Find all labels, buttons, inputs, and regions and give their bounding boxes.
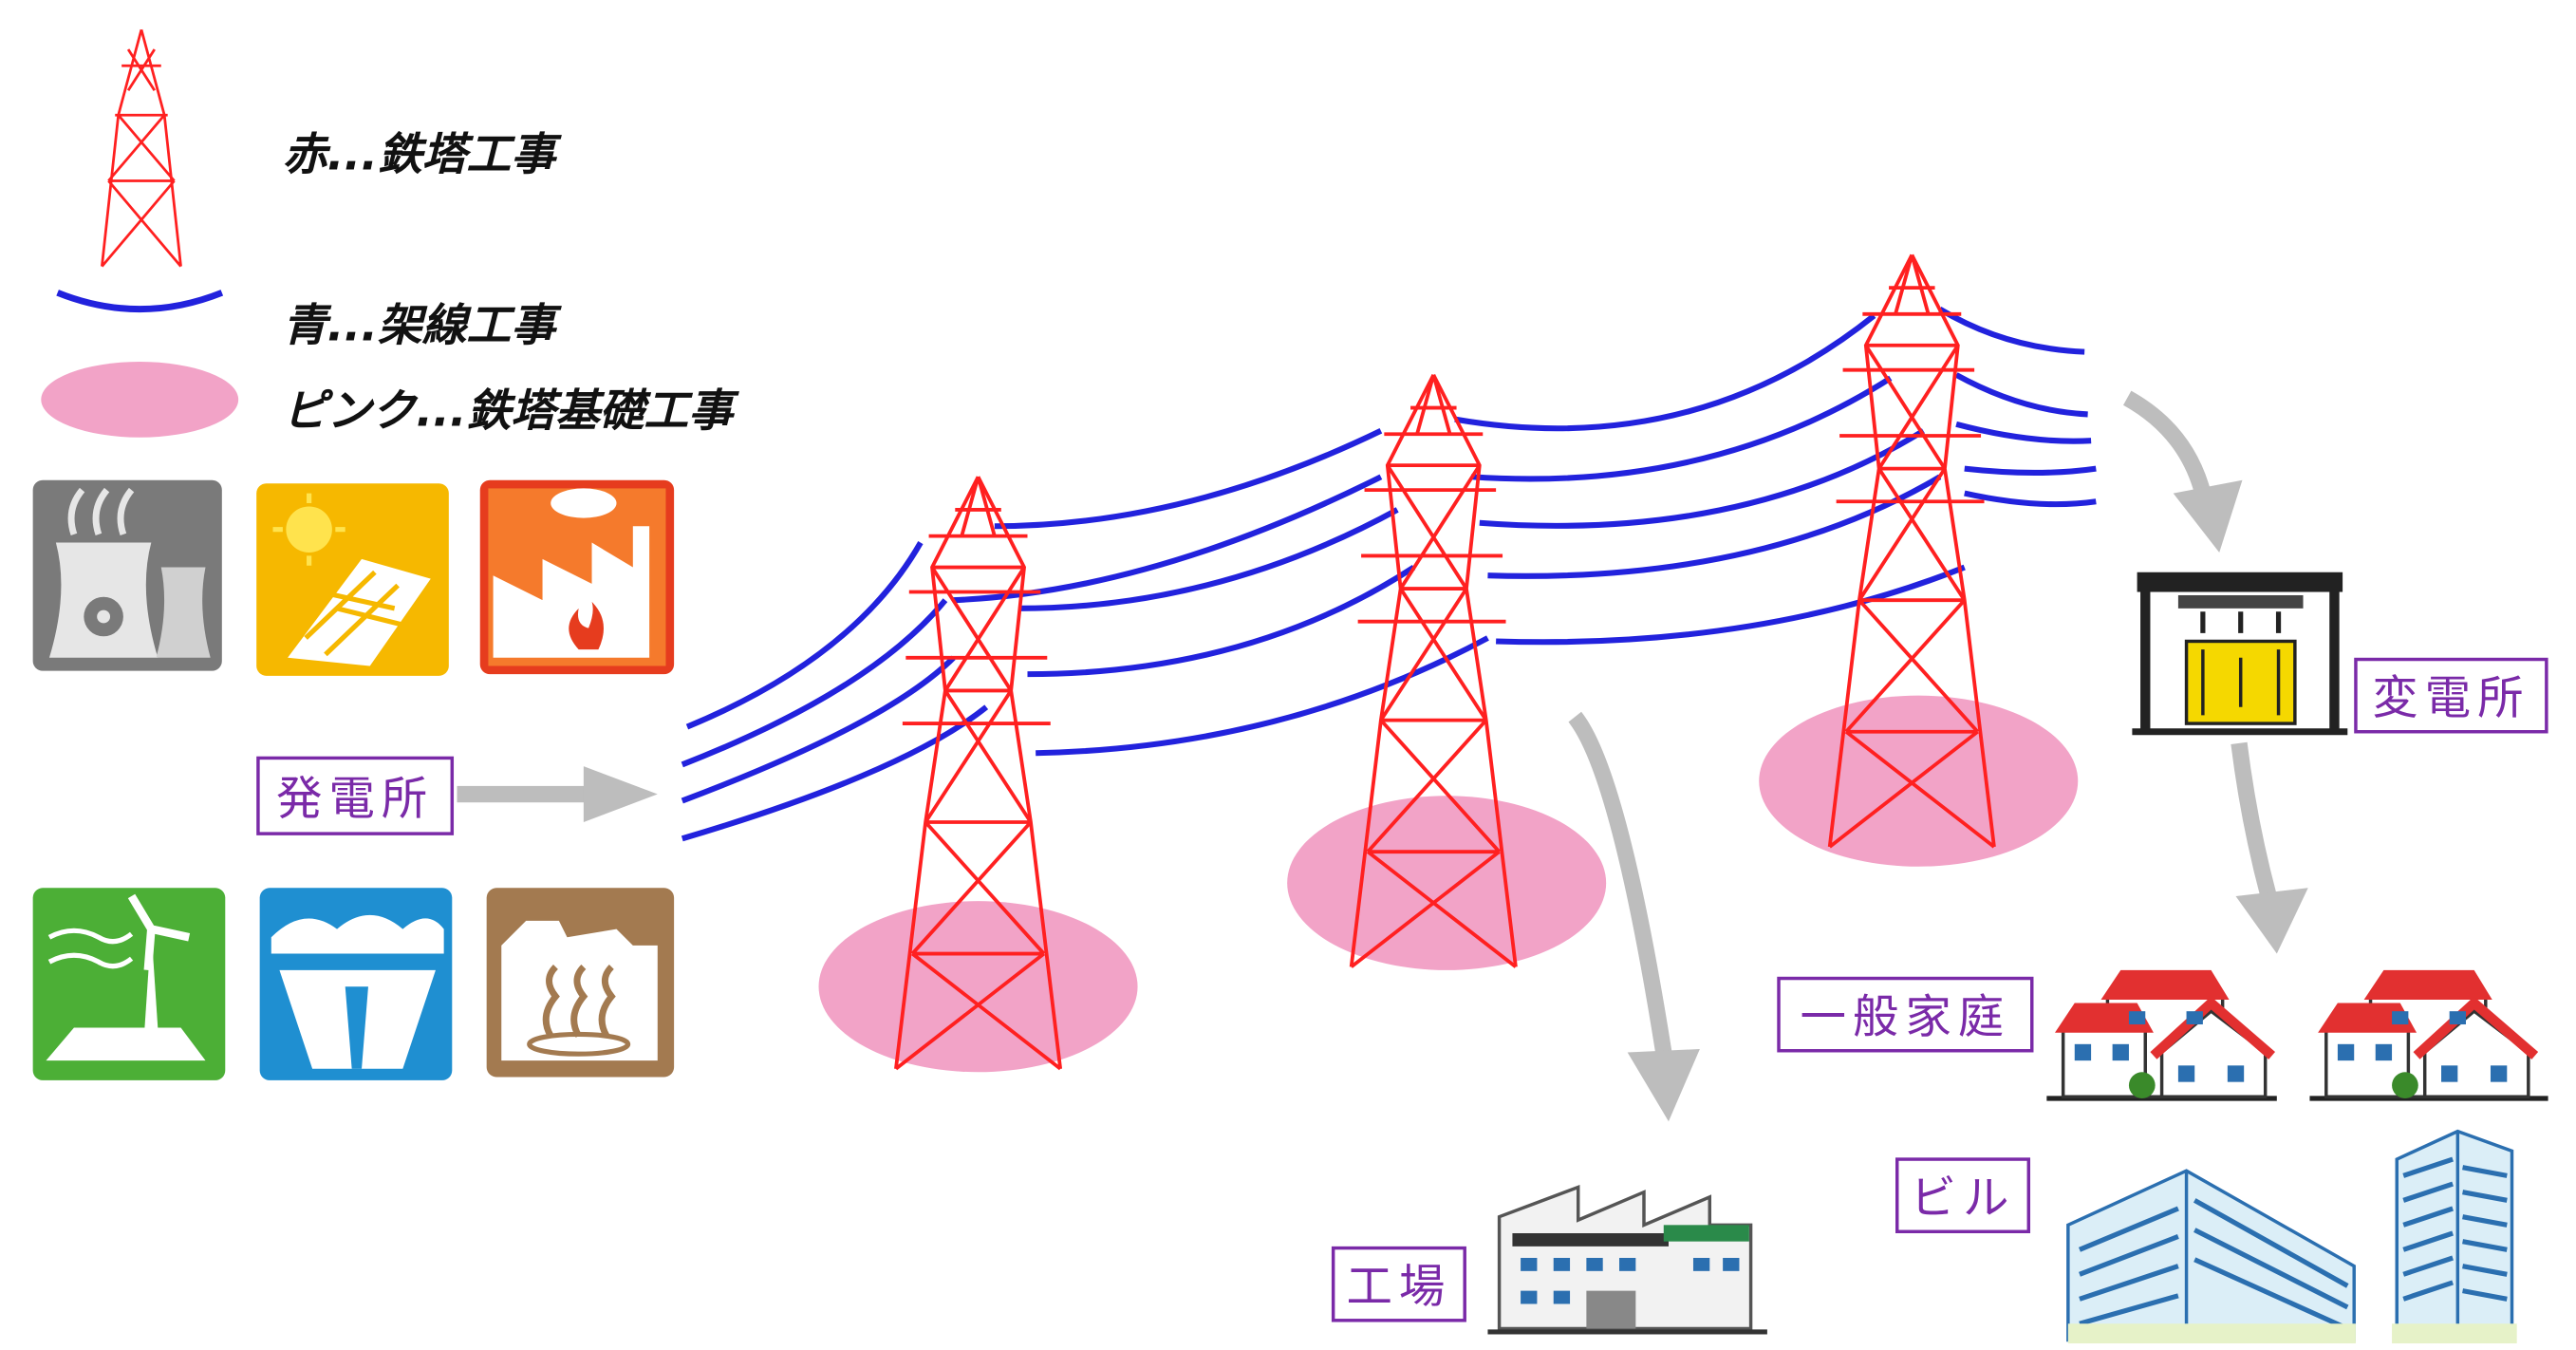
label-factory: 工場: [1331, 1246, 1466, 1322]
solar-icon: [256, 483, 449, 676]
substation-icon: [2132, 572, 2348, 736]
arrow-to-substation: [2173, 479, 2243, 553]
hydro-icon: [259, 888, 453, 1080]
legend-foundation-icon: [41, 362, 239, 438]
legend-red-text: 赤...鉄塔工事: [282, 129, 556, 181]
factory-icon: [1487, 1185, 1767, 1335]
label-household: 一般家庭: [1777, 976, 2034, 1053]
legend-blue-text: 青...架線工事: [282, 300, 556, 352]
house-icon-2: [2309, 969, 2548, 1101]
geothermal-icon: [486, 888, 675, 1078]
house-icon-1: [2046, 969, 2277, 1101]
tower-building-icon: [2392, 1129, 2517, 1344]
arrow-to-factory: [1627, 1049, 1700, 1122]
label-substation: 変電所: [2354, 657, 2548, 734]
nuclear-icon: [32, 479, 222, 671]
arrow-to-homes: [2235, 888, 2308, 954]
label-power-plant: 発電所: [256, 756, 455, 835]
foundation-2: [1287, 796, 1607, 970]
flow-arrows: [457, 390, 2308, 1122]
legend-tower-icon: [101, 28, 182, 268]
legend-wire-icon: [56, 290, 224, 313]
label-building: ビル: [1895, 1157, 2031, 1233]
arrow-plant-to-grid: [583, 766, 658, 822]
foundation-3: [1759, 695, 2079, 867]
overhead-wires: [681, 307, 2097, 842]
foundation-1: [818, 901, 1138, 1073]
office-building-icon: [2066, 1169, 2356, 1344]
wind-icon: [32, 888, 226, 1080]
thermal-icon: [479, 479, 675, 675]
legend-pink-text: ピンク...鉄塔基礎工事: [282, 386, 734, 438]
